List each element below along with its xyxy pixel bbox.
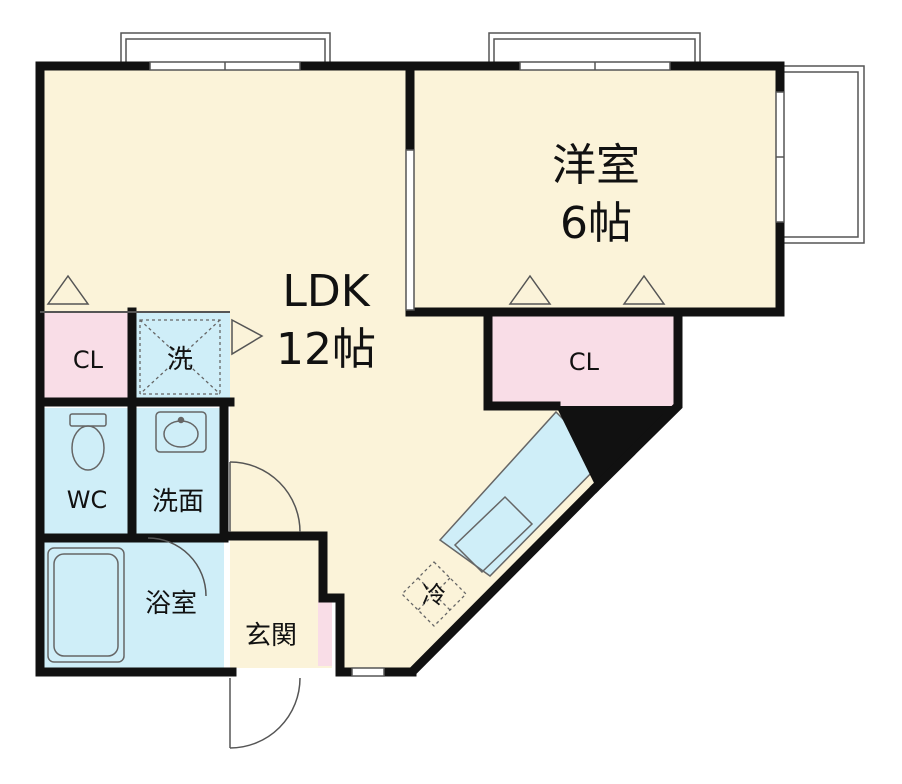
ldk-size: 12帖 bbox=[276, 324, 376, 375]
closet-left-label: CL bbox=[73, 346, 104, 374]
wc-label: WC bbox=[67, 486, 108, 514]
ldk-name: LDK bbox=[282, 266, 370, 317]
sliding-partition bbox=[405, 149, 415, 311]
pipe-shaft bbox=[556, 406, 678, 487]
walls bbox=[35, 61, 785, 677]
western-room-size: 6帖 bbox=[560, 198, 632, 249]
fridge-label: 冷 bbox=[422, 581, 446, 609]
washer-pan bbox=[139, 319, 221, 395]
balcony-right bbox=[780, 65, 865, 244]
entrance-floor bbox=[230, 536, 332, 668]
entrance-shoe-rack bbox=[318, 600, 332, 666]
washroom-label: 洗面 bbox=[152, 487, 204, 517]
diagonal-wall bbox=[408, 483, 600, 676]
doors bbox=[46, 274, 666, 749]
washer-label: 洗 bbox=[167, 345, 193, 375]
balcony-top-right bbox=[488, 32, 701, 64]
balcony-top-left bbox=[120, 32, 331, 64]
kitchen-sink bbox=[453, 495, 534, 574]
washroom-floor bbox=[132, 408, 224, 538]
closet-right-floor bbox=[488, 312, 678, 406]
fridge-space bbox=[401, 561, 467, 627]
western-room-floor bbox=[410, 66, 780, 312]
closet-right-label: CL bbox=[569, 348, 600, 376]
entrance-label: 玄関 bbox=[245, 621, 297, 651]
windows bbox=[149, 61, 785, 677]
bath-label: 浴室 bbox=[145, 589, 197, 619]
wc-floor bbox=[40, 408, 132, 538]
bathtub bbox=[47, 547, 125, 663]
washbasin bbox=[155, 411, 207, 453]
closet-left-floor bbox=[40, 312, 132, 402]
western-room-name: 洋室 bbox=[552, 140, 640, 191]
toilet bbox=[69, 413, 107, 471]
